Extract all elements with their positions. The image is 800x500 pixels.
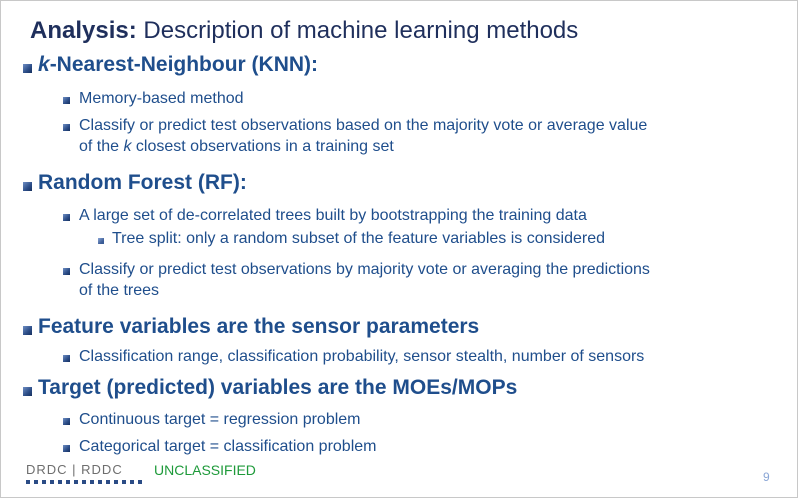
knn-item-2-line2-pre: of the	[79, 138, 124, 155]
heading-features: Feature variables are the sensor paramet…	[38, 315, 480, 338]
bullet-icon	[23, 64, 32, 73]
knn-item-2-italic: k	[123, 138, 132, 155]
rf-item-2-line1: Classify or predict test observations by…	[79, 261, 650, 278]
targets-item-2: Categorical target = classification prob…	[79, 438, 377, 455]
knn-item-1: Memory-based method	[79, 90, 244, 107]
bullet-icon	[63, 445, 70, 452]
bullet-icon	[63, 124, 70, 131]
bullet-icon	[63, 418, 70, 425]
rf-item-2: Classify or predict test observations by…	[79, 259, 650, 301]
heading-knn-rest: -Nearest-Neighbour (KNN):	[49, 53, 319, 76]
heading-targets: Target (predicted) variables are the MOE…	[38, 376, 518, 399]
page-number: 9	[763, 470, 770, 484]
slide-title: Analysis: Description of machine learnin…	[30, 17, 578, 45]
bullet-icon	[23, 326, 32, 335]
heading-rf: Random Forest (RF):	[38, 171, 247, 194]
classification-label: UNCLASSIFIED	[154, 462, 256, 478]
bullet-icon	[98, 238, 104, 244]
title-bold: Analysis:	[30, 17, 137, 44]
heading-knn-italic: k	[38, 53, 50, 76]
heading-knn: k-Nearest-Neighbour (KNN):	[38, 53, 318, 77]
knn-item-2: Classify or predict test observations ba…	[79, 115, 647, 157]
knn-item-2-line1: Classify or predict test observations ba…	[79, 117, 648, 134]
drdc-logo: DRDC | RDDC	[26, 462, 123, 477]
bullet-icon	[23, 182, 32, 191]
targets-item-1: Continuous target = regression problem	[79, 411, 361, 428]
bullet-icon	[63, 97, 70, 104]
rf-item-1: A large set of de-correlated trees built…	[79, 207, 587, 224]
title-rest: Description of machine learning methods	[136, 17, 579, 44]
knn-item-2-line2-post: closest observations in a training set	[131, 138, 394, 155]
rf-item-2-line2: of the trees	[79, 282, 160, 299]
logo-dots-decoration	[26, 480, 146, 484]
bullet-icon	[23, 387, 32, 396]
features-item-1: Classification range, classification pro…	[79, 348, 645, 365]
rf-subitem-1: Tree split: only a random subset of the …	[112, 230, 605, 247]
bullet-icon	[63, 355, 70, 362]
bullet-icon	[63, 214, 70, 221]
bullet-icon	[63, 268, 70, 275]
